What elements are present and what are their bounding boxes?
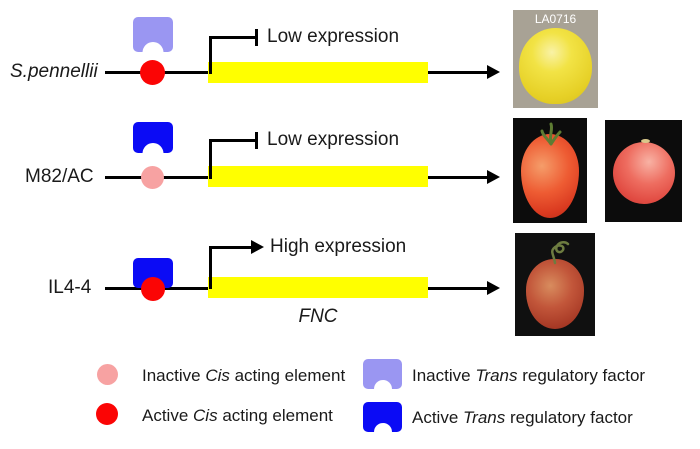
activation-arrow-icon [251, 240, 264, 254]
inactive-cis-element-icon [141, 166, 164, 189]
gene-name-label: FNC [298, 306, 338, 327]
tomato-stem-icon [540, 122, 562, 146]
expression-label: Low expression [267, 129, 400, 150]
binding-notch [373, 380, 392, 389]
row-label-m82-ac: M82/AC [25, 166, 94, 187]
red-tomato-image [521, 134, 579, 218]
legend-text-em: Cis [193, 406, 218, 425]
calyx-scar [641, 139, 650, 143]
legend-text-post: acting element [217, 406, 333, 425]
photo-label: LA0716 [534, 12, 577, 26]
arrow-line [428, 71, 489, 74]
row-label-s-pennellii: S.pennellii [10, 61, 98, 82]
legend-text-post: regulatory factor [505, 408, 633, 427]
inactive-cis-element-icon [97, 364, 118, 385]
arrow-icon [487, 170, 500, 184]
inactive-trans-factor-icon [363, 359, 402, 389]
arrow-icon [487, 65, 500, 79]
arrow-icon [487, 281, 500, 295]
dark-red-tomato-image [526, 259, 584, 329]
fruit-photo-round-tomato [605, 120, 682, 222]
binding-notch [142, 42, 164, 52]
binding-notch [373, 423, 392, 432]
active-cis-element-icon [141, 277, 165, 301]
legend-text-em: Trans [475, 366, 518, 385]
fruit-photo-elongated-tomato [513, 118, 587, 223]
legend-text-pre: Active [412, 408, 464, 427]
regulation-arm-line [209, 36, 256, 39]
regulation-riser-line [209, 246, 212, 289]
regulation-arm-line [209, 246, 252, 249]
red-tomato-image [613, 142, 675, 204]
legend-item-active-cis: Active Cis acting element [142, 406, 333, 426]
inactive-trans-factor-icon [133, 17, 173, 52]
fruit-photo-la0716: LA0716 [513, 10, 598, 108]
fruit-photo-il4-4-tomato [515, 233, 595, 336]
legend-text-post: acting element [229, 366, 346, 385]
yellow-fruit-image [519, 28, 592, 104]
legend-text-pre: Inactive [412, 366, 476, 385]
legend-text-pre: Inactive [142, 366, 206, 385]
legend-item-inactive-trans: Inactive Trans regulatory factor [412, 366, 645, 386]
active-cis-element-icon [96, 403, 118, 425]
binding-notch [142, 143, 164, 153]
expression-label: Low expression [267, 26, 400, 47]
regulation-riser-line [209, 36, 212, 74]
legend-item-inactive-cis: Inactive Cis acting element [142, 366, 345, 386]
tomato-curly-stem-icon [551, 241, 570, 265]
fnc-gene-box [208, 62, 428, 83]
expression-label: High expression [270, 236, 407, 257]
inhibition-bar-icon [255, 29, 258, 46]
arrow-line [428, 287, 489, 290]
legend-text-pre: Active [142, 406, 194, 425]
fnc-gene-box [208, 166, 428, 187]
active-cis-element-icon [140, 60, 165, 85]
fnc-gene-box [208, 277, 428, 298]
regulation-arm-line [209, 139, 256, 142]
regulation-riser-line [209, 139, 212, 179]
legend-text-em: Cis [205, 366, 230, 385]
row-label-il4-4: IL4-4 [48, 277, 92, 298]
active-trans-factor-icon [133, 122, 173, 153]
arrow-line [428, 176, 489, 179]
active-trans-factor-icon [363, 402, 402, 432]
legend-text-post: regulatory factor [517, 366, 646, 385]
inhibition-bar-icon [255, 132, 258, 149]
legend-text-em: Trans [463, 408, 506, 427]
legend-item-active-trans: Active Trans regulatory factor [412, 408, 633, 428]
